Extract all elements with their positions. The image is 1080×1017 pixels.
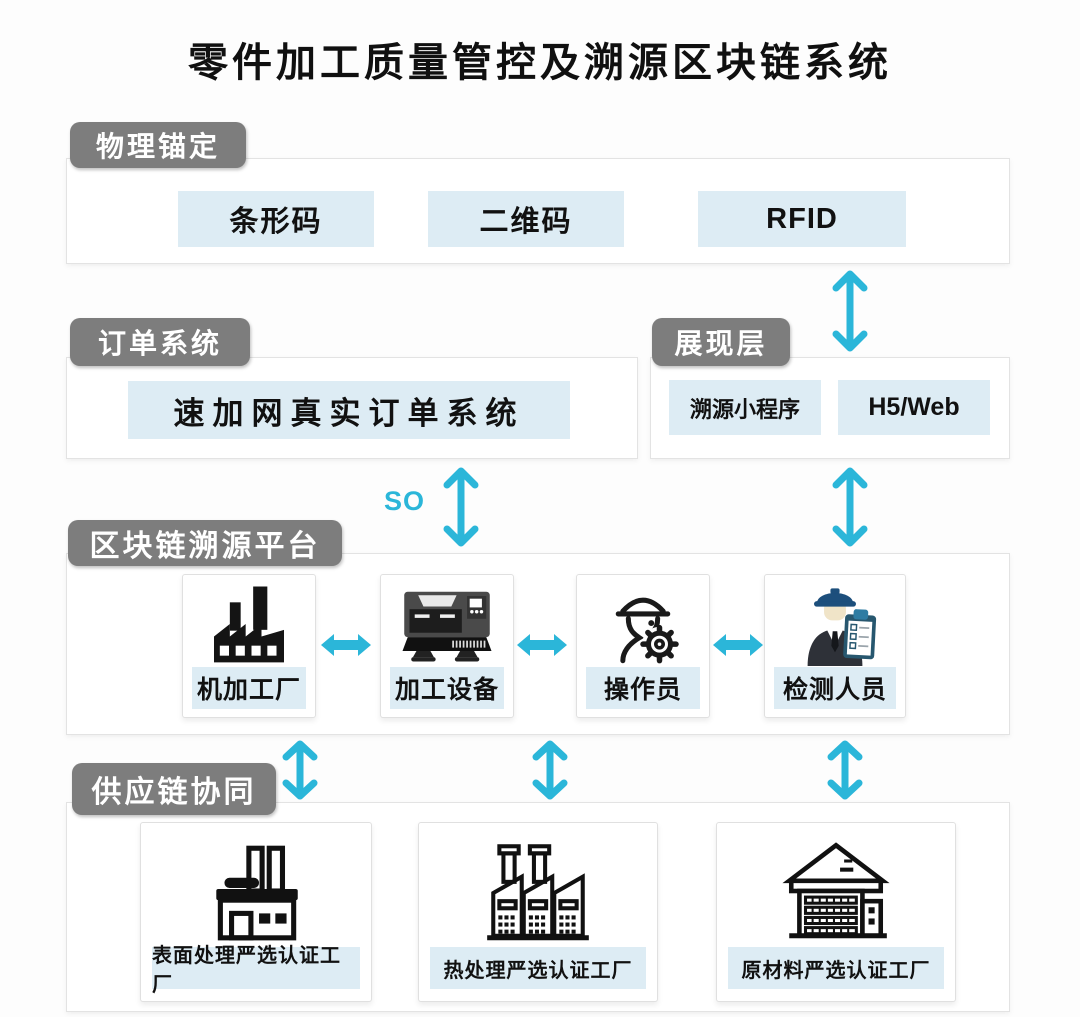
card-label: 操作员 xyxy=(586,667,700,709)
raw-material-warehouse-icon xyxy=(717,831,955,951)
heat-treatment-factory-icon xyxy=(419,831,657,951)
surface-treatment-factory-card: 表面处理严选认证工厂 xyxy=(140,822,372,1002)
machining-factory-card: 机加工厂 xyxy=(182,574,316,718)
section-tab-presentation-layer: 展现层 xyxy=(652,318,790,366)
inspector-card: 检测人员 xyxy=(764,574,906,718)
operator-icon xyxy=(577,579,709,669)
raw-material-factory-card: 原材料严选认证工厂 xyxy=(716,822,956,1002)
mini-program-chip: 溯源小程序 xyxy=(669,380,821,435)
card-label: 表面处理严选认证工厂 xyxy=(152,945,360,996)
section-tab-blockchain-platform: 区块链溯源平台 xyxy=(68,520,342,566)
cnc-machine-icon xyxy=(381,579,513,669)
horizontal-double-arrow-icon xyxy=(516,631,568,664)
card-label: 机加工厂 xyxy=(192,667,306,709)
barcode-chip: 条形码 xyxy=(178,191,374,247)
card-label: 热处理严选认证工厂 xyxy=(430,947,646,989)
horizontal-double-arrow-icon xyxy=(320,631,372,664)
so-label: SO xyxy=(384,486,426,516)
h5-web-chip: H5/Web xyxy=(838,380,990,435)
heat-treatment-factory-card: 热处理严选认证工厂 xyxy=(418,822,658,1002)
vertical-double-arrow-icon xyxy=(828,267,872,360)
vertical-double-arrow-icon xyxy=(528,738,572,807)
vertical-double-arrow-icon xyxy=(278,738,322,807)
surface-treatment-factory-icon xyxy=(141,831,371,951)
factory-icon xyxy=(183,579,315,669)
rfid-chip: RFID xyxy=(698,191,906,247)
qrcode-chip: 二维码 xyxy=(428,191,624,247)
processing-equipment-card: 加工设备 xyxy=(380,574,514,718)
card-label: 加工设备 xyxy=(390,667,504,709)
vertical-double-arrow-icon xyxy=(828,464,872,555)
card-label: 原材料严选认证工厂 xyxy=(728,947,944,989)
sujia-order-system-chip: 速加网真实订单系统 xyxy=(128,381,570,439)
horizontal-double-arrow-icon xyxy=(712,631,764,664)
vertical-double-arrow-icon xyxy=(823,738,867,807)
section-tab-physical-anchoring: 物理锚定 xyxy=(70,122,246,168)
inspector-icon xyxy=(765,579,905,669)
vertical-double-arrow-icon xyxy=(439,464,483,555)
section-tab-supply-chain: 供应链协同 xyxy=(72,763,276,815)
operator-card: 操作员 xyxy=(576,574,710,718)
card-label: 检测人员 xyxy=(774,667,896,709)
page-title: 零件加工质量管控及溯源区块链系统 xyxy=(188,41,892,85)
section-tab-order-system: 订单系统 xyxy=(70,318,250,366)
